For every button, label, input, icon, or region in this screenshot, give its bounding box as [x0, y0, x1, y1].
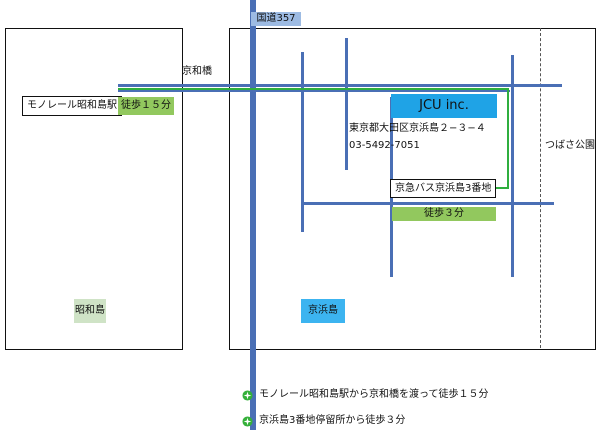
directions-note-bus-text: 京浜島3番地停留所から徒歩３分: [259, 415, 406, 426]
monorail-station-label: モノレール昭和島駅: [22, 96, 122, 116]
walking-route-horizontal: [118, 88, 508, 90]
park-boundary-line: [540, 28, 541, 348]
directions-notes: モノレール昭和島駅から京和橋を渡って徒歩１５分 京浜島3番地停留所から徒歩３分: [242, 389, 489, 441]
directions-note-station: モノレール昭和島駅から京和橋を渡って徒歩１５分: [242, 389, 489, 401]
walk-from-station-badge: 徒歩１５分: [118, 97, 174, 115]
keihinjima-label: 京浜島: [301, 299, 345, 323]
walking-route-vertical: [507, 88, 509, 188]
company-phone: 03-5492-7051: [349, 140, 420, 151]
bridge-label: 京和橋: [182, 66, 212, 77]
road-vertical-4: [511, 55, 514, 277]
road-vertical-2: [345, 38, 348, 170]
road-vertical-1: [301, 52, 304, 232]
bus-stop-label: 京急バス京浜島3番地: [390, 179, 497, 198]
green-sparkle-icon: [242, 415, 253, 427]
company-address: 東京都大田区京浜島２−３−４: [349, 123, 486, 134]
directions-note-bus: 京浜島3番地停留所から徒歩３分: [242, 415, 489, 427]
showajima-block: [5, 28, 183, 350]
road-horizontal-south: [302, 202, 554, 205]
route357-label: 国道357: [251, 12, 301, 26]
company-name-badge: JCU inc.: [391, 94, 497, 118]
directions-note-station-text: モノレール昭和島駅から京和橋を渡って徒歩１５分: [259, 389, 489, 400]
green-sparkle-icon: [242, 389, 253, 401]
showajima-label: 昭和島: [74, 299, 106, 323]
bridge-road-lower: [118, 90, 510, 92]
walking-route-to-bus: [495, 187, 509, 189]
walk-from-bus-badge: 徒歩３分: [392, 207, 496, 221]
bridge-road-upper: [118, 84, 562, 87]
route357-road: [250, 0, 256, 430]
park-label: つばさ公園: [545, 140, 595, 151]
